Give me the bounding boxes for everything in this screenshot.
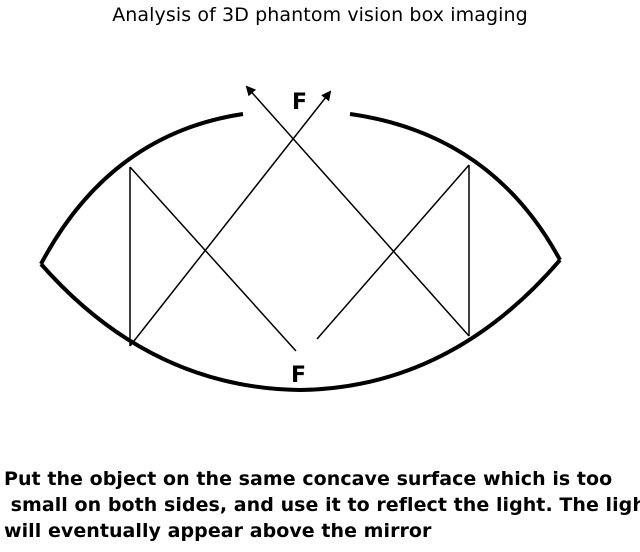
right-reflected-ray-down [316,164,470,340]
upper-mirror-left [39,112,244,265]
left-reflected-ray-up [129,90,332,347]
left-reflected-ray-down [129,166,297,352]
top-focus-label: F [292,90,307,115]
caption-line: small on both sides, and use it to refle… [4,494,640,516]
caption-text: Put the object on the same concave surfa… [4,466,640,544]
diagram-title: Analysis of 3D phantom vision box imagin… [112,4,528,26]
caption-line: will eventually appear above the mirror [4,520,432,542]
caption-line: Put the object on the same concave surfa… [4,468,613,490]
upper-mirror-right [349,112,562,261]
right-reflected-ray-up [245,85,470,337]
bottom-focus-label: F [291,363,306,388]
lower-mirror [39,258,562,393]
